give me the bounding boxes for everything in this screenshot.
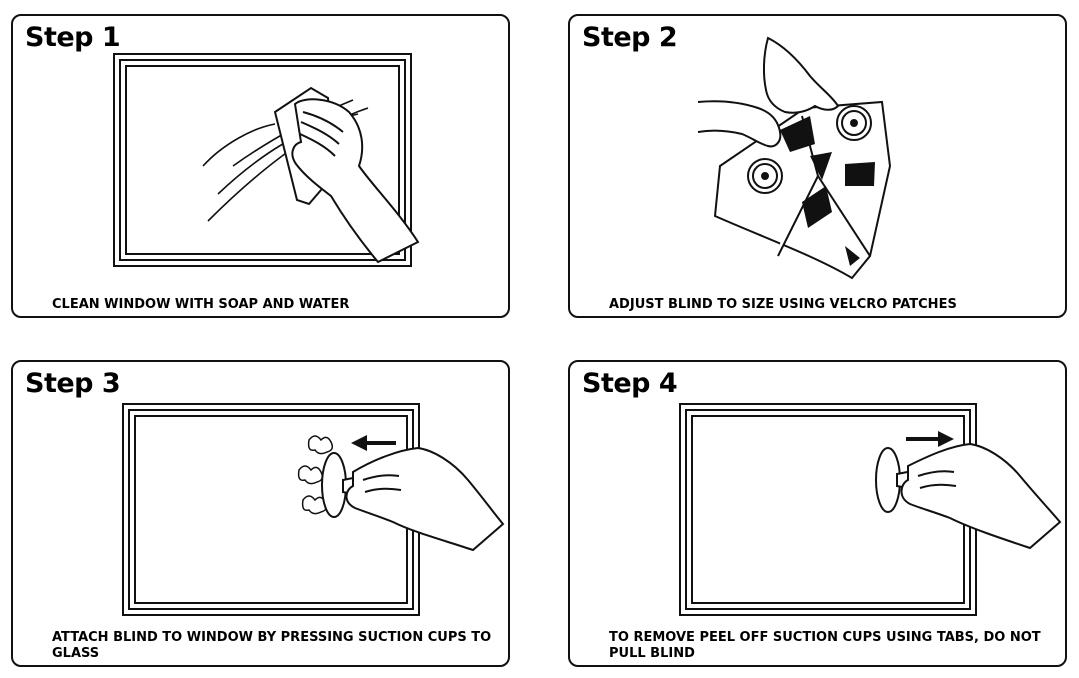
step-title: Step 3: [25, 368, 120, 399]
step-1-illustration: [13, 16, 510, 318]
peeling-hand-icon: [902, 444, 1061, 548]
step-3-illustration: [13, 362, 510, 667]
arrow-right-icon: [906, 431, 954, 447]
step-title: Step 2: [582, 22, 677, 53]
step-caption: TO REMOVE PEEL OFF SUCTION CUPS USING TA…: [609, 630, 1067, 662]
step-4-illustration: [570, 362, 1067, 667]
step-2-panel: Step 2 ADJUST BLIND TO SIZE USING VELCRO…: [568, 14, 1067, 318]
pressing-hand-icon: [347, 448, 504, 550]
step-4-panel: Step 4 TO REMOVE PEEL OFF SUCTION CUPS U…: [568, 360, 1067, 667]
step-2-illustration: [570, 16, 1067, 318]
step-title: Step 4: [582, 368, 677, 399]
step-1-panel: Step 1 CLEAN WINDOW WITH SOAP AND WATER: [11, 14, 510, 318]
step-caption: ADJUST BLIND TO SIZE USING VELCRO PATCHE…: [609, 297, 1067, 313]
step-3-panel: Step 3 ATTACH BLIND TO WINDOW BY PRESSIN…: [11, 360, 510, 667]
step-caption: CLEAN WINDOW WITH SOAP AND WATER: [52, 297, 510, 313]
arrow-left-icon: [351, 435, 396, 451]
step-caption: ATTACH BLIND TO WINDOW BY PRESSING SUCTI…: [52, 630, 510, 662]
step-title: Step 1: [25, 22, 120, 53]
